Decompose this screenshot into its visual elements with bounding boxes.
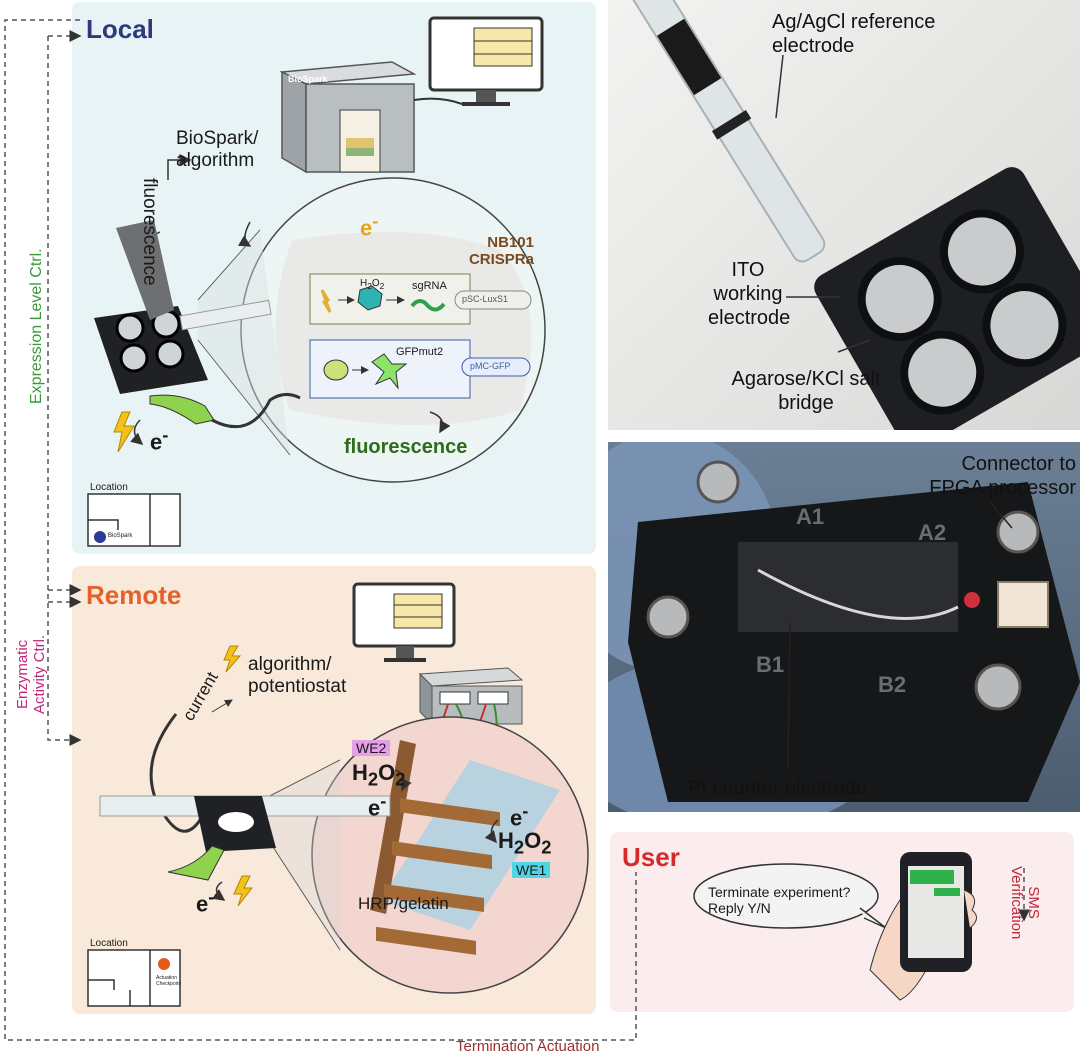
local-location-site: BioSpark [108, 533, 133, 539]
we2-badge: WE2 [352, 740, 391, 756]
local-location-label: Location [90, 482, 128, 493]
enzymatic-loop [47, 36, 82, 746]
plasmid-luxs1-label: pSC-LuxS1 [462, 294, 509, 304]
remote-electron-cell: e- [196, 886, 215, 917]
remote-cell [99, 795, 391, 907]
fluorescence-vertical-label: fluorescence [139, 178, 160, 286]
local-electron-top: e- [360, 210, 379, 241]
fpga-photo: A1 A2 B1 B2 Connector to FPGA processor … [608, 442, 1080, 812]
reference-electrode-ring [711, 109, 752, 140]
biospark-instrument [279, 61, 417, 174]
remote-electron-right: e- [510, 800, 529, 831]
remote-h2o2-top: H2O2 [352, 760, 406, 790]
remote-monitor [352, 582, 456, 662]
well-a1-label: A1 [796, 504, 825, 529]
fpga-photo-drawing [608, 442, 1080, 812]
remote-h2o2-bottom: H2O2 [498, 828, 552, 858]
we1-badge: WE1 [512, 862, 551, 878]
salt-bridge-label: Agarose/KCl salt bridge [731, 368, 881, 414]
fluorescence-output-label: fluorescence [344, 436, 468, 458]
reference-electrode-sleeve [657, 18, 722, 96]
expression-level-label: Expression Level Ctrl. [28, 248, 45, 404]
gfp-label: GFPmut2 [396, 346, 444, 358]
remote-location-site: Actuation Checkpoint [156, 975, 182, 987]
phone [869, 852, 977, 1001]
user-title: User [622, 842, 680, 872]
local-h2o2-label: H2O2 [360, 278, 385, 291]
local-title: Local [86, 14, 154, 44]
well-b1-label: B1 [756, 652, 785, 677]
enzymatic-activity-label: Enzymatic Activity Ctrl. [14, 634, 48, 714]
sgrna-label: sgRNA [412, 280, 447, 292]
termination-loop [4, 19, 637, 1041]
sms-bubble-text: Terminate experiment? Reply Y/N [708, 884, 851, 916]
reference-electrode-label: Ag/AgCl reference electrode [772, 11, 936, 57]
local-monitor [413, 16, 544, 106]
cell-holder [814, 167, 1080, 430]
biospark-algorithm-label: BioSpark/ algorithm [176, 128, 259, 171]
well-b2-label: B2 [878, 672, 907, 697]
ito-label: ITO working electrode [708, 259, 791, 329]
algorithm-potentiostat-label: algorithm/ potentiostat [248, 654, 347, 697]
electrode-photo: Ag/AgCl reference electrode ITO working … [608, 0, 1080, 430]
sms-verification-label: SMS Verification [1008, 866, 1042, 940]
remote-location-label: Location [90, 938, 128, 949]
electrode-photo-drawing [627, 0, 1080, 430]
plasmid-gfp-label: pMC-GFP [470, 361, 511, 371]
local-electron-bottom: e- [150, 424, 169, 455]
counter-electrode-label: Pt counter electrode [688, 777, 867, 799]
remote-title: Remote [86, 580, 182, 610]
speech-bubble [693, 863, 879, 929]
biospark-brand: BioSpark [288, 74, 328, 84]
remote-electron-left: e- [368, 790, 387, 821]
well-a2-label: A2 [918, 520, 947, 545]
circuit-title: NB101 CRISPRa [468, 234, 534, 268]
connector-label: Connector to FPGA processor [929, 453, 1076, 499]
termination-actuation-label: Termination Actuation [456, 1038, 600, 1055]
hrp-gelatin-label: HRP/gelatin [358, 894, 449, 913]
local-cell [94, 220, 301, 453]
